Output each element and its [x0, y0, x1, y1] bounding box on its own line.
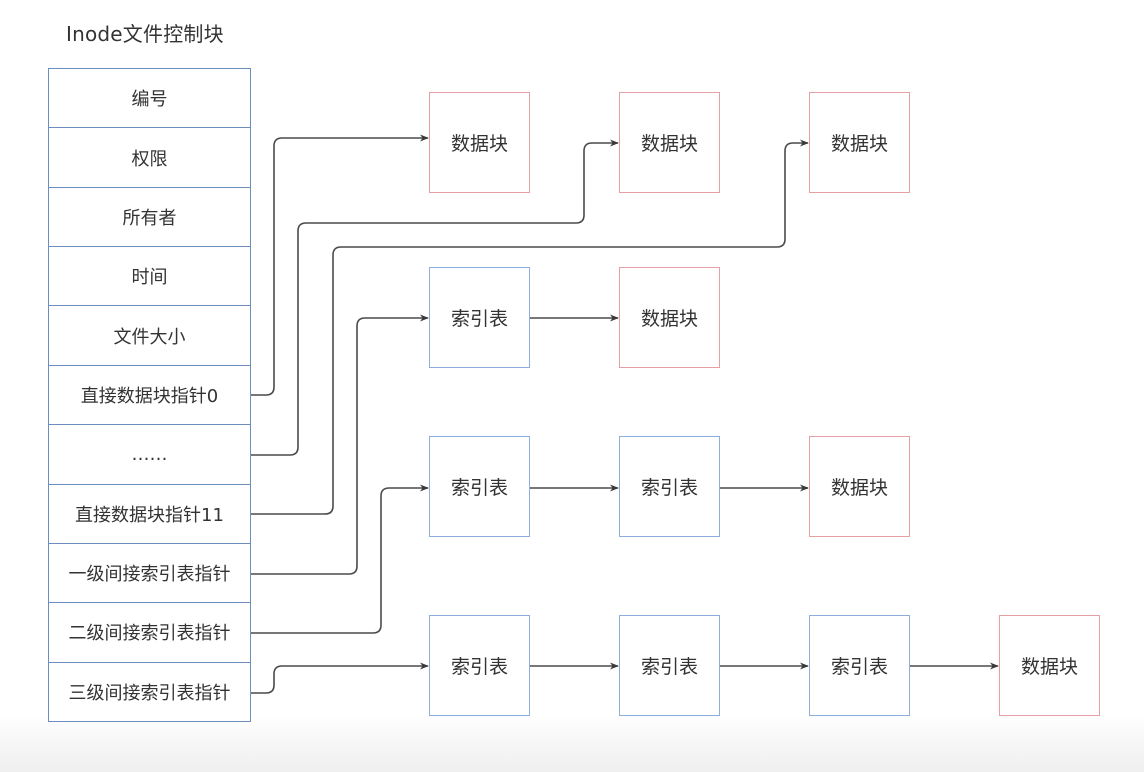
inode-field-direct-pointer-0: 直接数据块指针0: [49, 366, 250, 426]
inode-field-time: 时间: [49, 247, 250, 307]
data-block-triple: 数据块: [999, 615, 1100, 716]
data-block-single: 数据块: [619, 267, 720, 368]
index-table-triple-1: 索引表: [429, 615, 530, 716]
inode-field-single-indirect: 一级间接索引表指针: [49, 544, 250, 604]
connector-double-indirect: [251, 484, 429, 634]
index-table-single-1: 索引表: [429, 267, 530, 368]
inode-field-triple-indirect: 三级间接索引表指针: [68, 682, 231, 704]
inode-field-owner: 所有者: [49, 188, 250, 248]
data-block-double: 数据块: [809, 436, 910, 537]
connector-direct-0: [251, 134, 429, 396]
data-block-direct-0: 数据块: [429, 92, 530, 193]
diagram-title: Inode文件控制块: [66, 22, 224, 46]
connector-triple-indirect: [251, 662, 429, 694]
connector-single-indirect: [251, 314, 429, 575]
inode-field-id: 编号: [49, 69, 250, 129]
index-table-double-1: 索引表: [429, 436, 530, 537]
index-table-triple-2: 索引表: [619, 615, 720, 716]
data-block-direct-11: 数据块: [809, 92, 910, 193]
index-table-double-2: 索引表: [619, 436, 720, 537]
inode-field-permission: 权限: [49, 128, 250, 188]
inode-field-ellipsis: ……: [49, 425, 250, 485]
inode-field-direct-pointer-11: 直接数据块指针11: [49, 485, 250, 544]
index-table-triple-3: 索引表: [809, 615, 910, 716]
inode-field-double-indirect: 二级间接索引表指针: [49, 603, 250, 663]
data-block-direct-middle: 数据块: [619, 92, 720, 193]
inode-table: 编号 权限 所有者 时间 文件大小 直接数据块指针0 …… 直接数据块指针11 …: [48, 68, 251, 722]
inode-field-file-size: 文件大小: [49, 306, 250, 366]
